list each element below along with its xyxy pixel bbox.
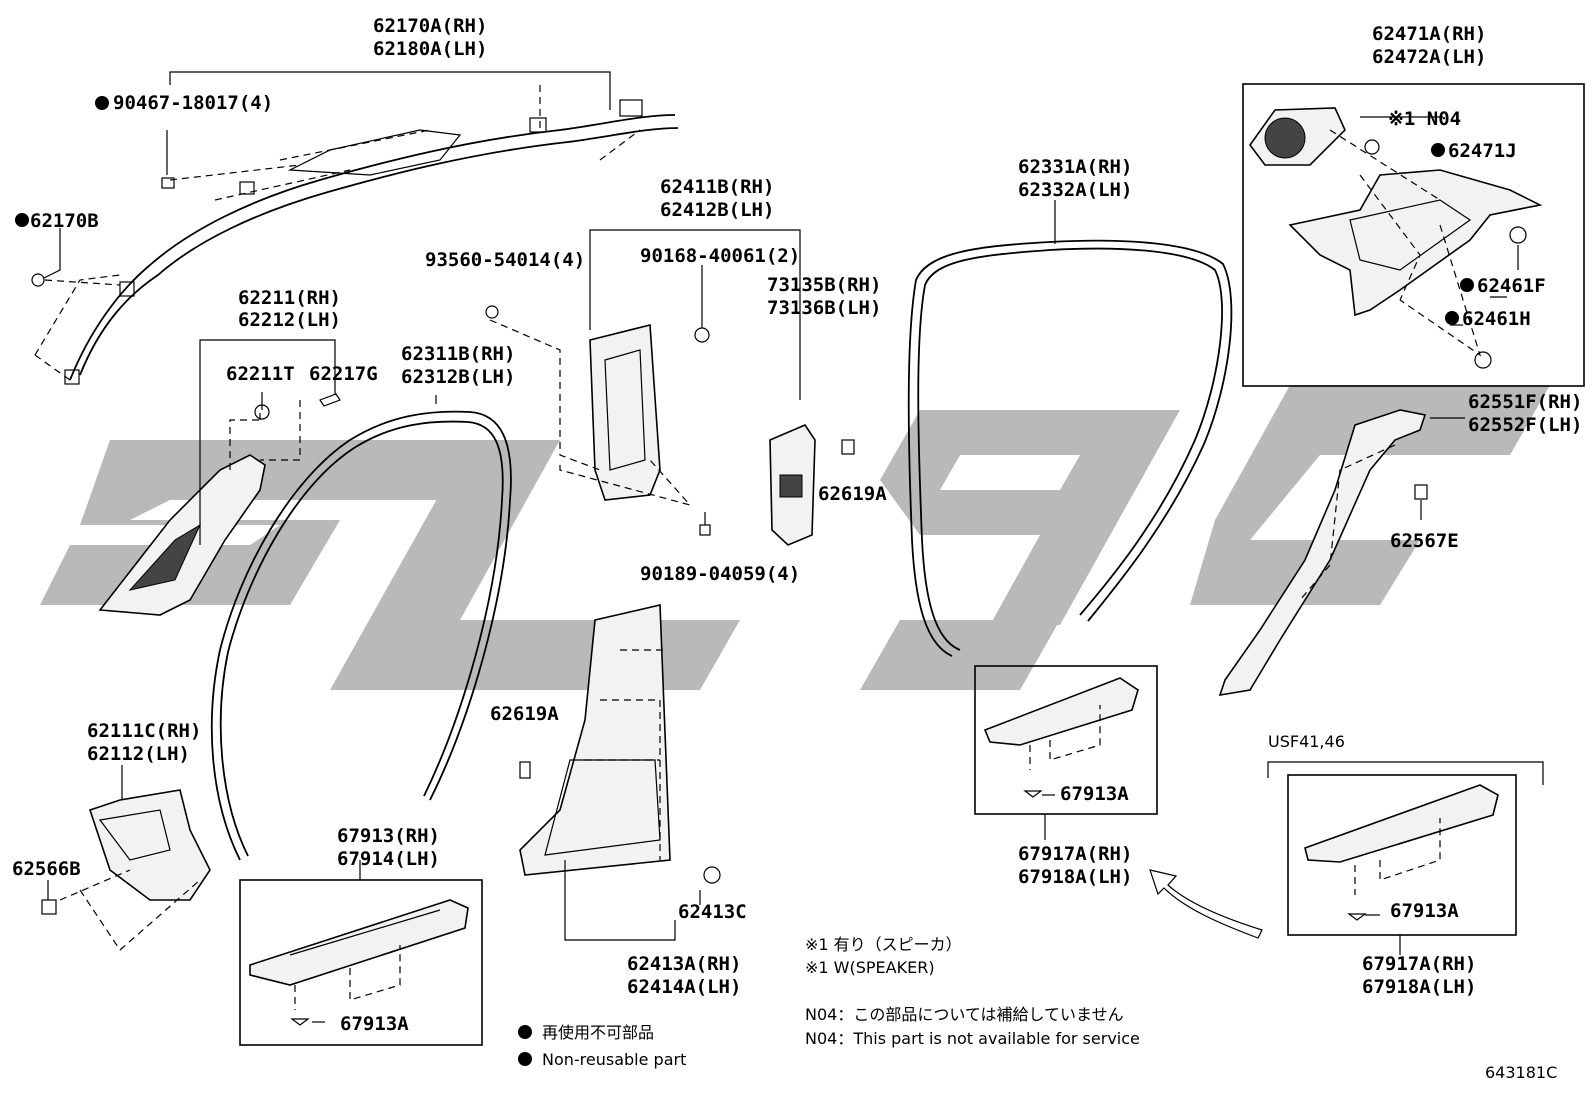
label-62471J: 62471J	[1448, 140, 1517, 162]
rear-door-weatherstrip-part	[907, 200, 1233, 657]
label-67913: 67913(RH)	[337, 825, 440, 847]
label-62211: 62211(RH)	[238, 287, 341, 309]
label-67913A-middle: 67913A	[1060, 783, 1129, 805]
label-62170B: 62170B	[30, 210, 99, 232]
label-67918A-right: 67918A(LH)	[1362, 976, 1476, 998]
note-n04-jp: N04：この部品については補給していません	[805, 1005, 1124, 1024]
label-62112: 62112(LH)	[87, 743, 190, 765]
label-62472A: 62472A(LH)	[1372, 46, 1486, 68]
figure-id: 643181C	[1485, 1063, 1557, 1082]
reference-arrow	[1149, 869, 1263, 939]
leader-lines	[699, 296, 1507, 905]
a-pillar-garnish-part	[98, 339, 341, 616]
label-67913A-left: 67913A	[340, 1013, 409, 1035]
label-62566B: 62566B	[12, 858, 81, 880]
label-62619A-upper: 62619A	[818, 483, 887, 505]
legend: 再使用不可部品 Non-reusable part	[518, 1023, 686, 1069]
legend-dot-icon	[518, 1025, 532, 1039]
label-67914: 67914(LH)	[337, 848, 440, 870]
cowl-side-trim-part	[41, 765, 211, 951]
note-speaker-en: ※1 W(SPEAKER)	[805, 958, 935, 977]
part-labels: 62170A(RH) 62180A(LH) 90467-18017(4) 621…	[12, 15, 1582, 1035]
b-pillar-lower-garnish-part	[519, 604, 721, 941]
roof-side-trim-part	[1218, 409, 1465, 697]
non-reusable-marker	[1445, 311, 1459, 325]
label-90168: 90168-40061(2)	[640, 245, 800, 267]
label-USF: USF41,46	[1268, 732, 1345, 751]
legend-dot-icon	[518, 1052, 532, 1066]
label-73135B: 73135B(RH)	[767, 274, 881, 296]
label-62551F: 62551F(RH)	[1468, 391, 1582, 413]
label-62332A: 62332A(LH)	[1018, 179, 1132, 201]
label-62567E: 62567E	[1390, 530, 1459, 552]
non-reusable-marker	[1431, 143, 1445, 157]
label-62413A: 62413A(RH)	[627, 953, 741, 975]
note-n04-en: N04：This part is not available for servi…	[805, 1029, 1140, 1048]
label-62212: 62212(LH)	[238, 309, 341, 331]
label-N04: ※1 N04	[1388, 108, 1461, 130]
non-reusable-marker	[1460, 278, 1474, 292]
non-reusable-marker	[95, 96, 109, 110]
non-reusable-marker	[15, 213, 29, 227]
scuff-plate-box-left	[239, 860, 483, 1046]
label-90467: 90467-18017(4)	[113, 92, 273, 114]
label-67913A-right: 67913A	[1390, 900, 1459, 922]
label-67918A-middle: 67918A(LH)	[1018, 866, 1132, 888]
quarter-trim-box	[1242, 83, 1585, 387]
label-67917A-middle: 67917A(RH)	[1018, 843, 1132, 865]
label-62461F: 62461F	[1477, 275, 1546, 297]
label-62331A: 62331A(RH)	[1018, 156, 1132, 178]
label-62413C: 62413C	[678, 901, 747, 923]
label-62311B: 62311B(RH)	[401, 343, 515, 365]
scuff-plate-box-middle	[974, 665, 1158, 840]
note-speaker-jp: ※1 有り（スピーカ）	[805, 935, 962, 954]
label-62412B: 62412B(LH)	[660, 199, 774, 221]
label-62619A-lower: 62619A	[490, 703, 559, 725]
label-62170A: 62170A(RH)	[373, 15, 487, 37]
legend-jp: 再使用不可部品	[542, 1023, 654, 1042]
b-pillar-upper-garnish-part	[485, 229, 801, 536]
label-90189: 90189-04059(4)	[640, 563, 800, 585]
label-93560: 93560-54014(4)	[425, 249, 585, 271]
label-73136B: 73136B(LH)	[767, 297, 881, 319]
label-62471A: 62471A(RH)	[1372, 23, 1486, 45]
notes: ※1 有り（スピーカ） ※1 W(SPEAKER) N04：この部品については補…	[805, 935, 1140, 1048]
curtain-airbag-part	[31, 71, 679, 385]
legend-en: Non-reusable part	[542, 1050, 686, 1069]
door-weatherstrip-part	[210, 395, 512, 861]
label-62414A: 62414A(LH)	[627, 976, 741, 998]
seat-belt-cover-part	[769, 424, 855, 546]
label-62111C: 62111C(RH)	[87, 720, 201, 742]
label-62411B: 62411B(RH)	[660, 176, 774, 198]
label-62312B: 62312B(LH)	[401, 366, 515, 388]
label-67917A-right: 67917A(RH)	[1362, 953, 1476, 975]
label-62211T: 62211T	[226, 363, 295, 385]
label-62180A: 62180A(LH)	[373, 38, 487, 60]
label-62461H: 62461H	[1462, 308, 1531, 330]
label-62217G: 62217G	[309, 363, 378, 385]
scuff-plate-box-right	[1267, 761, 1544, 955]
label-62552F: 62552F(LH)	[1468, 414, 1582, 436]
